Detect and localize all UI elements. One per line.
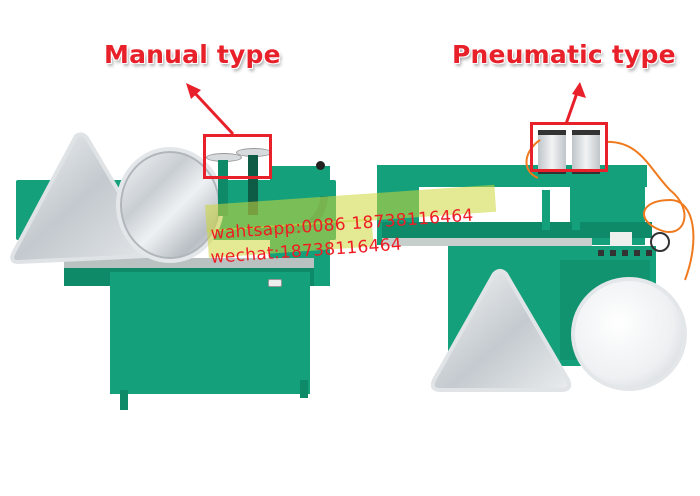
leg [120,390,128,410]
pneumatic-highlight-box [530,122,608,172]
knob-icon [316,161,325,170]
manual-highlight-box [203,134,272,179]
spindle [572,190,580,230]
ruler-bar [382,238,592,246]
spindle [248,155,258,215]
leg [300,380,308,398]
switch-icon [268,279,282,287]
control-buttons [598,250,658,256]
handwheel-icon [650,232,670,252]
pneumatic-type-label: Pneumatic type [452,40,676,69]
spindle [542,190,550,230]
pneumatic-machine [370,0,700,496]
pneumatic-cylinder [572,130,600,174]
bed [382,222,652,238]
right-arrow-icon [564,82,586,125]
cabinet [110,272,310,394]
triangle-sign [430,269,572,392]
manual-type-label: Manual type [104,40,281,69]
air-hose [525,139,695,281]
spindle [218,160,228,216]
info-plate [610,232,632,246]
ruler-bar [64,258,314,268]
round-sign [571,277,687,391]
left-arrow-icon [186,83,235,136]
